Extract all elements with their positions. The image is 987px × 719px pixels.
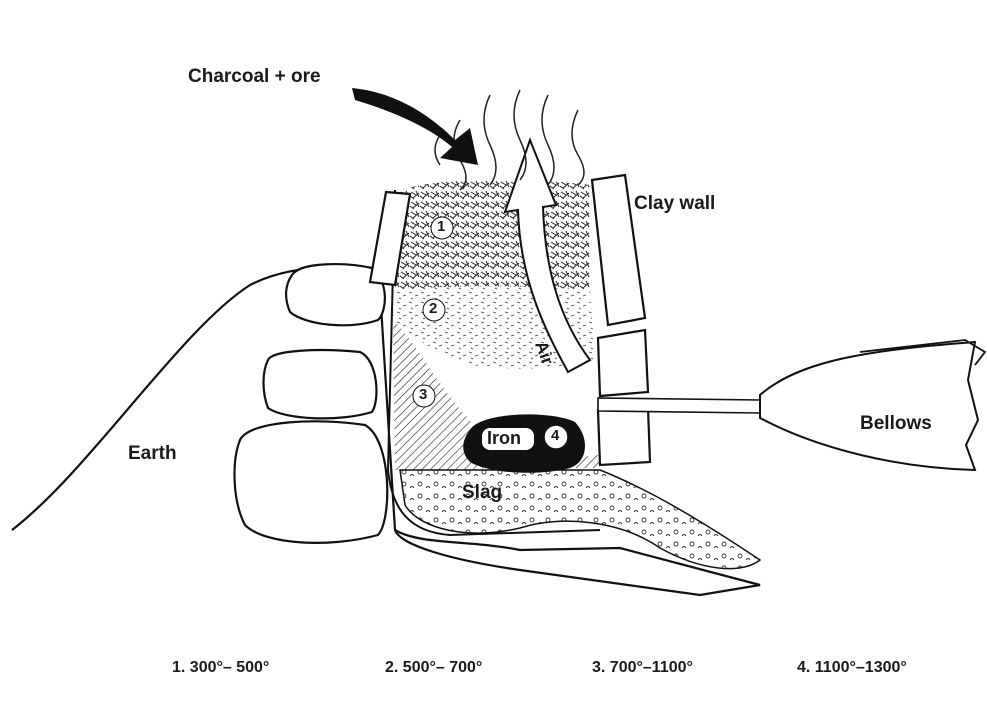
zone-1-number: 1	[437, 218, 445, 235]
legend-zone-2: 2. 500°– 700°	[385, 659, 482, 677]
slag-layer	[400, 470, 760, 569]
bellows-body	[760, 342, 978, 470]
boulder-bottom	[235, 421, 388, 543]
boulder-middle	[264, 350, 377, 418]
clay-wall-right-middle	[598, 330, 648, 396]
iron-label: Iron	[487, 428, 521, 449]
clay-wall-label: Clay wall	[634, 193, 715, 215]
clay-wall-right-lower	[598, 408, 650, 465]
earth-label: Earth	[128, 443, 177, 465]
bellows-label: Bellows	[860, 413, 932, 435]
legend-zone-3: 3. 700°–1100°	[592, 659, 693, 677]
boulder-top	[286, 264, 385, 325]
charcoal-ore-arrow	[352, 88, 478, 165]
zone-2-number: 2	[429, 300, 437, 317]
legend-zone-1: 1. 300°– 500°	[172, 659, 269, 677]
zone-1-charcoal	[395, 179, 590, 290]
slag-label: Slag	[462, 482, 502, 504]
charcoal-ore-label: Charcoal + ore	[188, 66, 321, 88]
zone-4-number: 4	[551, 427, 559, 444]
legend-zone-4: 4. 1100°–1300°	[797, 659, 907, 677]
bellows-pipe	[598, 398, 760, 413]
zone-3-number: 3	[419, 386, 427, 403]
